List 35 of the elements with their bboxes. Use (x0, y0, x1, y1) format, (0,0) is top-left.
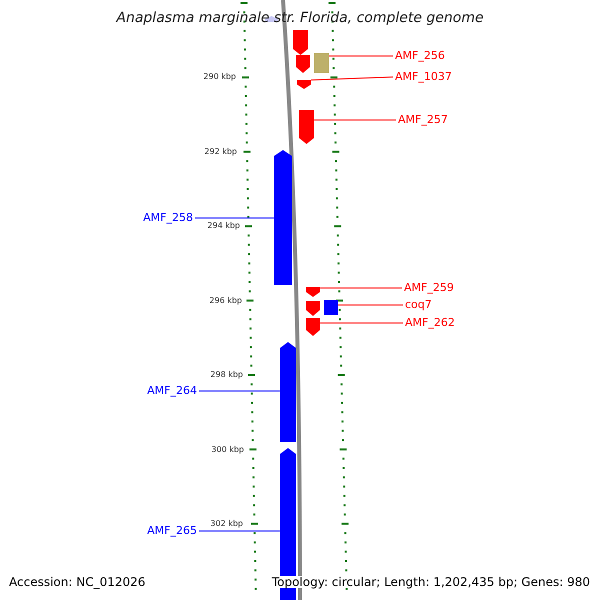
gene-feature (293, 30, 308, 55)
gene-feature (274, 150, 292, 285)
scale-label: 294 kbp (207, 222, 240, 230)
genome-stats-text: Topology: circular; Length: 1,202,435 bp; Genes: 980 (272, 576, 590, 588)
leader-line (198, 390, 280, 392)
gene-feature (306, 287, 320, 297)
gene-feature (280, 342, 296, 442)
gene-label: AMF_262 (405, 317, 455, 328)
gene-block (314, 53, 329, 73)
scale-label: 290 kbp (203, 73, 236, 81)
scale-label: 302 kbp (210, 520, 243, 528)
accession-text: Accession: NC_012026 (9, 576, 146, 588)
gene-block (324, 300, 338, 315)
gene-label: AMF_256 (395, 50, 445, 61)
gene-label: AMF_259 (404, 282, 454, 293)
gene-feature (299, 110, 314, 144)
leader-line (320, 322, 404, 324)
gene-label: AMF_1037 (395, 71, 452, 82)
leader-line (338, 304, 404, 306)
scale-label: 298 kbp (210, 371, 243, 379)
leader-line (310, 76, 394, 80)
gene-feature (306, 301, 320, 316)
gene-feature (297, 80, 311, 89)
scale-label: 296 kbp (209, 297, 242, 305)
title: Anaplasma marginale str. Florida, complete genome (116, 11, 484, 25)
gene-feature (306, 318, 320, 336)
gene-label: AMF_265 (147, 525, 197, 536)
gene-label: AMF_257 (398, 114, 448, 125)
scale-label: 300 kbp (211, 446, 244, 454)
gene-label: AMF_264 (147, 385, 197, 396)
gene-label: coq7 (405, 299, 432, 310)
gene-label: AMF_258 (143, 212, 193, 223)
gene-feature (296, 55, 310, 73)
scale-label: 292 kbp (204, 148, 237, 156)
leader-line (198, 530, 280, 532)
